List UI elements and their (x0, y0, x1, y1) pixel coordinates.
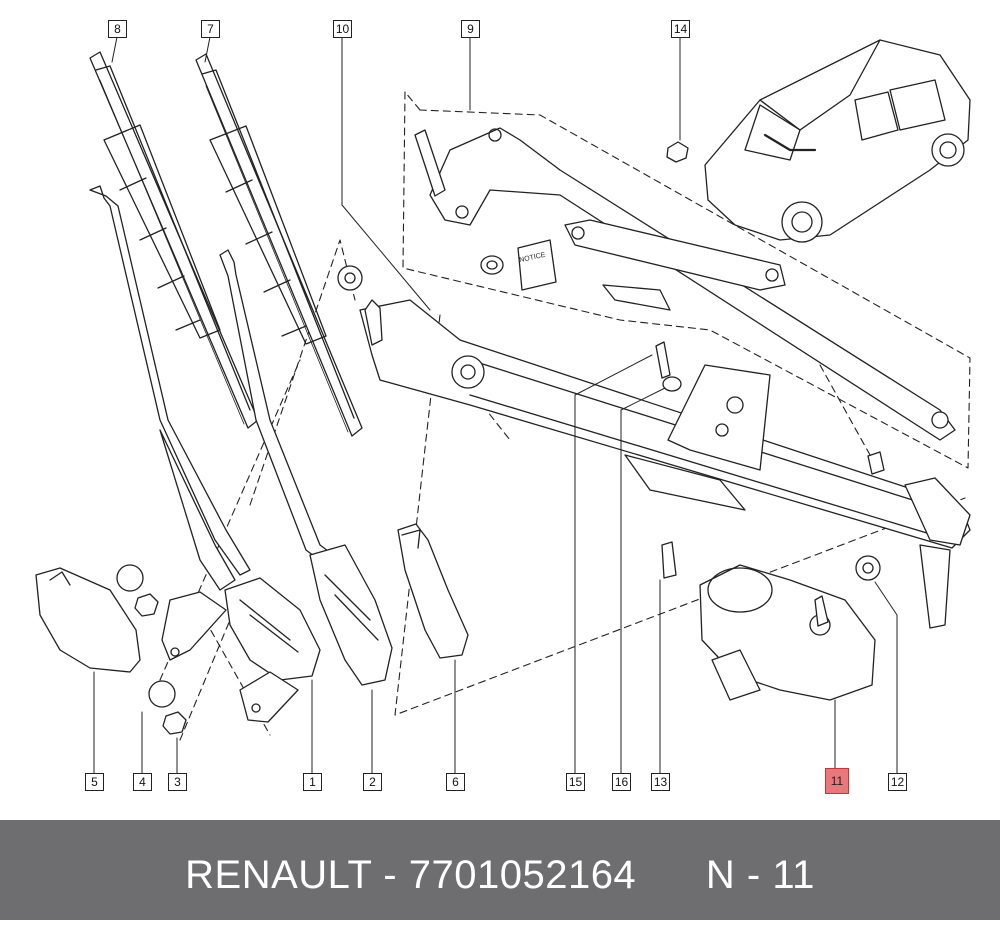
wiper-motor-11 (699, 564, 876, 701)
callout-12: 12 (888, 773, 907, 791)
wiper-arm-2 (219, 249, 393, 686)
wiper-blade-7 (195, 53, 363, 437)
callout-13: 13 (651, 773, 670, 791)
ref-prefix: N (705, 853, 736, 897)
booklet-and-grommet (480, 239, 557, 291)
footer-banner: RENAULT - 7701052164 N - 11 (0, 820, 1000, 920)
callout-5: 5 (85, 773, 104, 791)
callout-7: 7 (201, 20, 220, 38)
callout-10: 10 (333, 20, 352, 38)
linkage-9 (414, 127, 956, 441)
callout-11-highlighted: 11 (825, 768, 849, 794)
car-illustration (704, 39, 971, 243)
callout-4: 4 (133, 773, 152, 791)
callout-3: 3 (168, 773, 187, 791)
wiper-exploded-diagram: NOTICE (35, 36, 971, 774)
motor-bracket (667, 364, 771, 471)
callout-16: 16 (612, 773, 631, 791)
small-parts-4-3 (116, 564, 299, 735)
callout-14: 14 (671, 20, 690, 38)
fasteners (337, 141, 885, 581)
cap-cover-5 (35, 567, 141, 673)
leader-lines (93, 36, 898, 774)
ref-number: 11 (772, 853, 815, 897)
wiper-blade-8 (89, 51, 259, 429)
callout-15: 15 (566, 773, 585, 791)
callout-6: 6 (446, 773, 465, 791)
callout-8: 8 (108, 20, 127, 38)
footer-caption: RENAULT - 7701052164 N - 11 (0, 820, 1000, 920)
callout-2: 2 (363, 773, 382, 791)
callout-1: 1 (303, 773, 322, 791)
separator: - (735, 853, 773, 897)
brand-name: RENAULT (185, 853, 372, 897)
part-number: 7701052164 (408, 853, 637, 897)
separator: - (371, 853, 409, 897)
gap (636, 853, 706, 897)
cap-cover-6 (397, 523, 469, 659)
callout-9: 9 (461, 20, 480, 38)
wiper-frame (359, 299, 971, 629)
wiper-arm-1 (89, 185, 321, 681)
